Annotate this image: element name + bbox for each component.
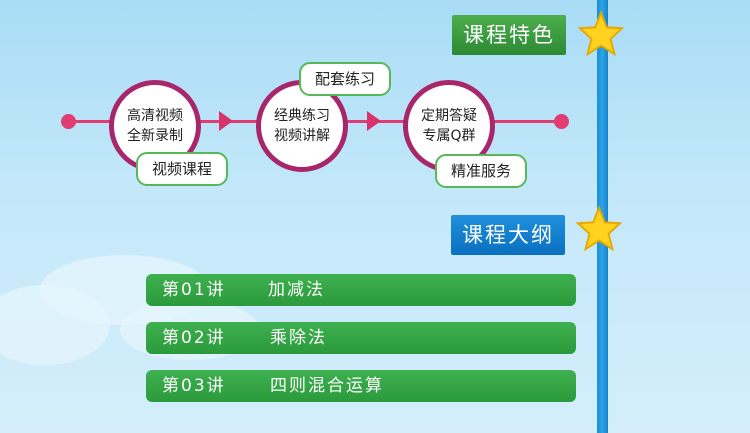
lesson-number: 第02讲 bbox=[162, 328, 226, 348]
feature-pill: 配套练习 bbox=[299, 62, 391, 96]
lesson-name: 四则混合运算 bbox=[270, 376, 384, 396]
star-icon bbox=[575, 205, 623, 252]
features-tag: 课程特色 bbox=[452, 15, 566, 55]
lesson-number: 第01讲 bbox=[162, 280, 226, 300]
lesson-name: 加减法 bbox=[268, 280, 325, 300]
feature-circle-text: 高清视频 全新录制 bbox=[127, 108, 183, 144]
lesson-item[interactable]: 第03讲 四则混合运算 bbox=[146, 370, 576, 402]
cloud-decoration bbox=[0, 285, 110, 365]
feature-circle: 经典练习 视频讲解 bbox=[256, 80, 348, 172]
feature-circle-text: 定期答疑 专属Q群 bbox=[421, 108, 477, 144]
outline-tag: 课程大纲 bbox=[451, 215, 565, 255]
lesson-item[interactable]: 第02讲 乘除法 bbox=[146, 322, 576, 354]
star-icon bbox=[577, 10, 625, 57]
lesson-item[interactable]: 第01讲 加减法 bbox=[146, 274, 576, 306]
feature-pill: 视频课程 bbox=[136, 152, 228, 186]
timeline-start-dot bbox=[61, 114, 76, 129]
feature-circle-text: 经典练习 视频讲解 bbox=[274, 108, 330, 144]
lesson-name: 乘除法 bbox=[270, 328, 327, 348]
arrow-right-icon bbox=[219, 111, 233, 131]
feature-pill: 精准服务 bbox=[435, 154, 527, 188]
timeline-end-dot bbox=[554, 114, 569, 129]
arrow-right-icon bbox=[367, 111, 381, 131]
lesson-number: 第03讲 bbox=[162, 376, 226, 396]
